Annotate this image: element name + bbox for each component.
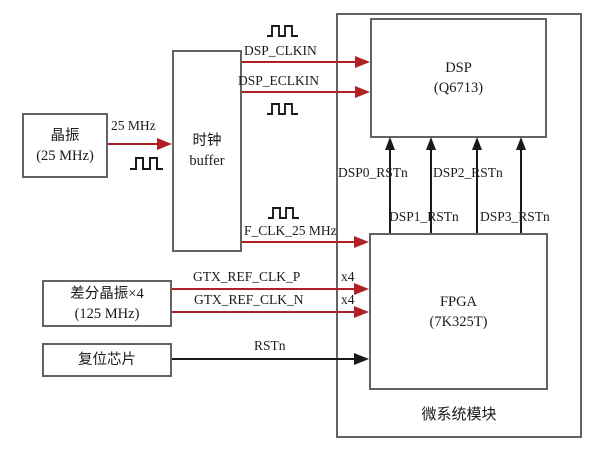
signal-line-f-clk: [242, 241, 355, 243]
signal-line-dsp1-rstn: [430, 148, 432, 233]
arrowhead-dsp-clkin: [355, 56, 370, 68]
arrowhead-f-clk: [354, 236, 369, 248]
dsp-label-line1: DSP: [445, 60, 472, 76]
clock-waveform-icon: [267, 103, 298, 115]
signal-label-dsp3-rstn: DSP3_RSTn: [480, 209, 550, 224]
clock-buffer-label-line2: buffer: [189, 153, 225, 169]
signal-line-dsp-clkin: [242, 61, 356, 63]
signal-label-dsp-clkin: DSP_CLKIN: [244, 43, 317, 58]
signal-line-25mhz: [108, 143, 158, 145]
signal-label-gtx-p-mult: x4: [341, 269, 355, 284]
diff-oscillator-label-line1: 差分晶振×4: [70, 285, 144, 302]
dsp-label-line2: (Q6713): [433, 80, 484, 96]
signal-label-gtx-ref-clk-p: GTX_REF_CLK_P: [193, 269, 301, 284]
signal-label-dsp2-rstn: DSP2_RSTn: [433, 165, 503, 180]
signal-label-dsp0-rstn: DSP0_RSTn: [338, 165, 408, 180]
signal-line-dsp2-rstn: [476, 148, 478, 233]
arrowhead-dsp3-rstn: [516, 137, 526, 150]
arrowhead-gtx-ref-clk-n: [354, 306, 369, 318]
signal-line-dsp0-rstn: [389, 148, 391, 233]
dsp-block: DSP (Q6713): [370, 18, 547, 138]
signal-label-f-clk: F_CLK_25 MHz: [244, 223, 337, 238]
signal-line-dsp3-rstn: [520, 148, 522, 233]
fpga-label-line1: FPGA: [439, 293, 478, 310]
oscillator-label-line1: 晶振: [50, 127, 80, 144]
clock-waveform-icon: [130, 157, 163, 170]
signal-label-gtx-n-mult: x4: [341, 292, 355, 307]
reset-chip-block: 复位芯片: [42, 343, 172, 377]
clock-buffer-label-line1: 时钟: [192, 133, 222, 149]
microsystem-module-label: 微系统模块: [421, 407, 497, 423]
arrowhead-gtx-ref-clk-p: [354, 283, 369, 295]
oscillator-label-line2: (25 MHz): [36, 147, 94, 164]
arrowhead-dsp-eclkin: [355, 86, 370, 98]
signal-label-gtx-ref-clk-n: GTX_REF_CLK_N: [194, 292, 304, 307]
clock-waveform-icon: [268, 207, 299, 219]
signal-label-dsp-eclkin: DSP_ECLKIN: [238, 73, 320, 88]
arrowhead-dsp2-rstn: [472, 137, 482, 150]
fpga-label-line2: (7K325T): [429, 313, 488, 330]
clock-buffer-block: 时钟 buffer: [172, 50, 242, 252]
signal-label-25mhz: 25 MHz: [111, 118, 156, 133]
oscillator-block: 晶振 (25 MHz): [22, 113, 108, 178]
arrowhead-dsp0-rstn: [385, 137, 395, 150]
arrowhead-dsp1-rstn: [426, 137, 436, 150]
signal-line-rstn: [172, 358, 355, 360]
diff-oscillator-label-line2: (125 MHz): [74, 305, 140, 322]
signal-label-rstn: RSTn: [254, 338, 286, 353]
signal-label-dsp1-rstn: DSP1_RSTn: [389, 209, 459, 224]
fpga-block: FPGA (7K325T): [369, 233, 548, 390]
reset-chip-label: 复位芯片: [78, 352, 136, 368]
signal-line-gtx-ref-clk-p: [172, 288, 355, 290]
clock-waveform-icon: [267, 25, 298, 37]
signal-line-dsp-eclkin: [242, 91, 356, 93]
signal-line-gtx-ref-clk-n: [172, 311, 355, 313]
diff-oscillator-block: 差分晶振×4 (125 MHz): [42, 280, 172, 327]
arrowhead-25mhz: [157, 138, 172, 150]
arrowhead-rstn: [354, 353, 369, 365]
